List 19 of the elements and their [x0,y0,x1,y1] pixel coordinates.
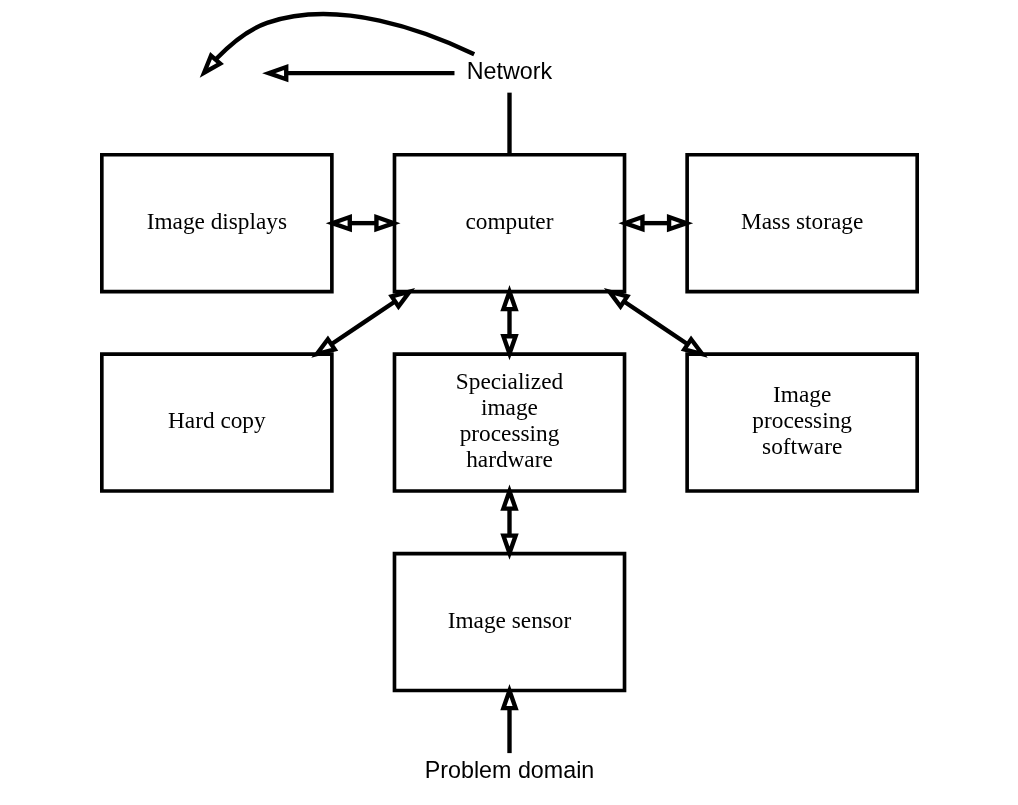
node-box: Hard copy [99,352,334,493]
arrow [261,63,454,83]
node-text: Problem domain [424,756,594,783]
connector [506,92,512,155]
node-box: Image sensor [392,551,626,693]
arrow [325,213,401,233]
arrow [617,213,693,233]
node-text: Network [466,57,552,84]
node-box: Specialized image processing hardware [392,352,626,493]
arrow [199,11,475,78]
arrow [499,285,519,361]
node-box: Image processing software [684,352,919,493]
arrow [603,288,708,358]
node-box: Image displays [99,152,334,294]
node-box: Mass storage [684,152,919,294]
node-box: computer [392,152,626,294]
arrow [310,288,415,358]
arrow [499,684,519,754]
arrow [499,484,519,560]
